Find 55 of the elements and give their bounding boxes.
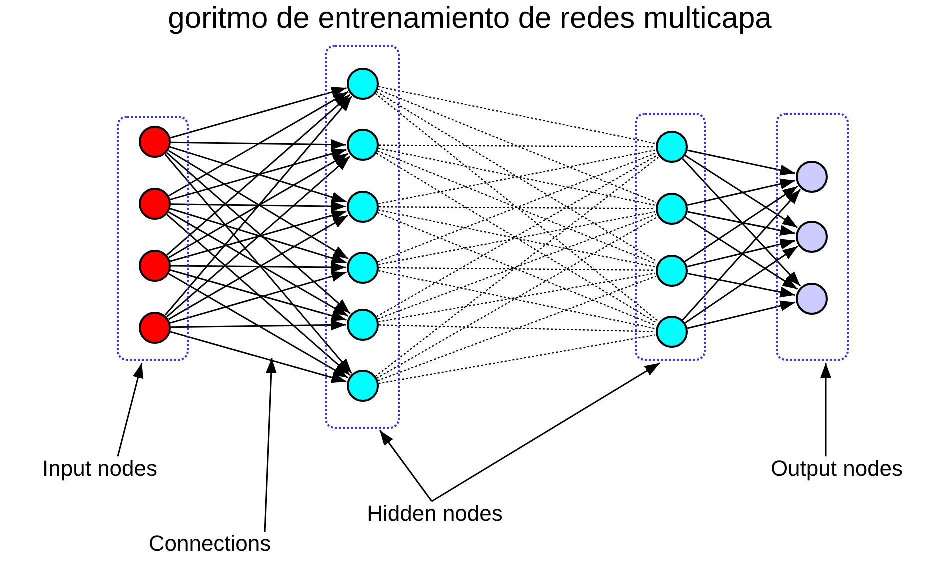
leader-line — [264, 358, 277, 532]
connection-arrow — [166, 94, 351, 256]
neuron-circle — [656, 192, 688, 225]
neuron-circle — [796, 161, 828, 194]
connection-arrow — [170, 320, 346, 331]
neuron-circle — [656, 131, 688, 164]
connection-arrow — [687, 239, 796, 268]
neuron-circle — [347, 370, 379, 402]
leader-line — [432, 362, 660, 502]
neuron-circle — [139, 250, 171, 282]
title: goritmo de entrenamiento de redes multicapa — [167, 2, 773, 36]
connection-arrow — [682, 158, 802, 287]
neuron-circle — [796, 282, 828, 315]
connection-arrow — [168, 273, 349, 379]
layer-group-box — [635, 113, 706, 362]
neuron-circle — [139, 312, 171, 344]
neuron-circle — [139, 188, 171, 220]
connection-arrow — [688, 272, 796, 298]
connection-arrow — [684, 246, 798, 324]
connection-arrow — [170, 201, 346, 212]
neuron-circle — [139, 126, 171, 158]
layer-group-box — [117, 116, 189, 362]
label-text: Output nodes — [770, 456, 904, 481]
connection-arrow — [164, 96, 353, 316]
neuron-circle — [347, 190, 379, 223]
connection-arrow — [171, 262, 346, 273]
connection-arrow — [164, 154, 353, 374]
neuron-circle — [347, 252, 379, 284]
label-text: Connections — [148, 531, 272, 556]
neuron-circle — [347, 308, 379, 341]
connection-arrow — [688, 211, 796, 236]
label-text: Hidden nodes — [367, 500, 503, 526]
connection-arrow — [170, 139, 346, 150]
connection-arrow — [687, 300, 796, 330]
connection-arrow — [166, 214, 351, 376]
leader-line — [820, 363, 832, 457]
connection-arrow — [170, 331, 347, 384]
neuron-circle — [347, 129, 379, 162]
layer-group-box — [325, 45, 400, 429]
connection-arrow — [685, 216, 798, 290]
neuron-circle — [796, 220, 828, 253]
connection-arrow — [170, 86, 347, 139]
leader-line — [379, 430, 433, 502]
neuron-circle — [656, 316, 688, 348]
connection-arrow — [168, 91, 349, 197]
leader-line — [117, 363, 144, 457]
label-text: Input nodes — [42, 456, 158, 481]
connection-arrow — [685, 155, 798, 228]
connection-arrow — [687, 178, 796, 206]
layer-group-box — [776, 113, 849, 362]
connection-arrow — [684, 186, 798, 262]
connection-arrow — [687, 150, 796, 176]
connection-arrow — [682, 189, 802, 321]
neuron-circle — [656, 254, 688, 287]
neuron-circle — [347, 68, 379, 100]
